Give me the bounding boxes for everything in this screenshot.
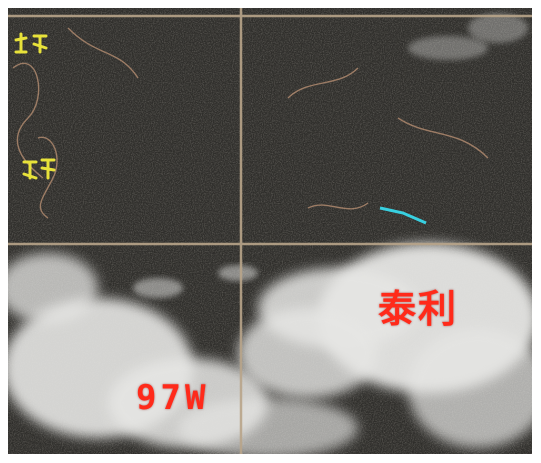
disturbance-id-label: 97W: [136, 378, 210, 418]
satellite-image: 泰利 97W: [8, 8, 532, 454]
typhoon-name-label: 泰利: [378, 287, 459, 331]
cyan-track-mark: [379, 206, 427, 225]
place-label-top-left: [14, 32, 48, 54]
cloud-cover: [8, 13, 532, 454]
place-label-mid-left: [22, 158, 56, 180]
coastline: [12, 27, 489, 219]
lat-lon-grid: [8, 8, 532, 454]
place-label-marks: [14, 32, 56, 180]
satellite-canvas: [8, 8, 532, 454]
